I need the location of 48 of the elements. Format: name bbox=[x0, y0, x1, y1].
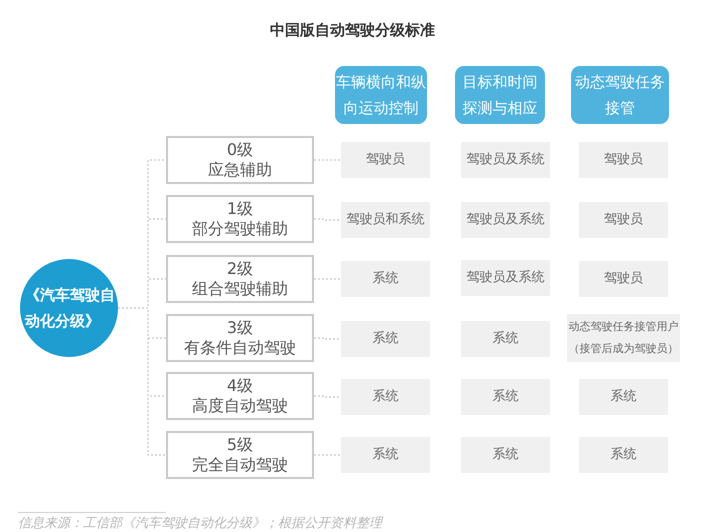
level-box bbox=[166, 372, 314, 420]
level-box bbox=[166, 431, 314, 479]
level-box bbox=[166, 314, 314, 362]
level-number: 5级 bbox=[226, 435, 254, 455]
role-cell: 驾驶员 bbox=[579, 142, 668, 178]
connector-line bbox=[118, 308, 166, 456]
role-cell: 系统 bbox=[461, 321, 550, 357]
role-cell: 驾驶员 bbox=[579, 202, 668, 238]
role-cell: 驾驶员及系统 bbox=[461, 142, 550, 178]
level-name: 有条件自动驾驶 bbox=[184, 338, 296, 358]
role-cell: 系统 bbox=[579, 437, 668, 473]
level-box bbox=[166, 195, 314, 243]
role-cell: 系统 bbox=[341, 379, 430, 415]
column-header: 动态驾驶任务接管 bbox=[571, 66, 669, 124]
level-name: 完全自动驾驶 bbox=[192, 455, 288, 475]
connector-line bbox=[314, 278, 342, 280]
level-number: 2级 bbox=[226, 259, 254, 279]
level-name: 应急辅助 bbox=[208, 160, 272, 180]
role-cell: 驾驶员 bbox=[579, 261, 668, 297]
connector-line bbox=[314, 338, 342, 340]
role-cell: 驾驶员和系统 bbox=[341, 202, 430, 238]
role-cell: 系统 bbox=[461, 437, 550, 473]
role-cell: 系统 bbox=[341, 261, 430, 297]
role-cell: 系统 bbox=[579, 379, 668, 415]
level-name: 高度自动驾驶 bbox=[192, 396, 288, 416]
level-name: 部分驾驶辅助 bbox=[192, 219, 288, 239]
source-note: 信息来源：工信部《汽车驾驶自动化分级》；根据公开资料整理 bbox=[18, 516, 382, 531]
role-cell: 驾驶员 bbox=[341, 142, 430, 178]
role-cell: 驾驶员及系统 bbox=[461, 202, 550, 238]
level-number: 4级 bbox=[226, 376, 254, 396]
connector-line bbox=[314, 218, 342, 220]
level-name: 组合驾驶辅助 bbox=[192, 279, 288, 299]
level-number: 0级 bbox=[226, 140, 254, 160]
role-cell: 系统 bbox=[341, 321, 430, 357]
title: 中国版自动驾驶分级标准 bbox=[270, 20, 435, 41]
role-cell: 系统 bbox=[341, 437, 430, 473]
column-header: 车辆横向和纵向运动控制 bbox=[335, 66, 427, 124]
level-number: 1级 bbox=[226, 199, 254, 219]
column-header: 目标和时间探测与相应 bbox=[455, 66, 545, 124]
level-box bbox=[166, 255, 314, 303]
connector-line bbox=[314, 396, 342, 398]
level-number: 3级 bbox=[226, 318, 254, 338]
role-cell: 动态驾驶任务接管用户（接管后成为驾驶员） bbox=[567, 314, 680, 362]
role-cell: 驾驶员及系统 bbox=[461, 260, 550, 296]
role-cell: 系统 bbox=[461, 379, 550, 415]
level-box bbox=[166, 136, 314, 184]
connector-line bbox=[314, 454, 342, 456]
category-circle: 《汽车驾驶自动化分级》 bbox=[20, 259, 118, 357]
